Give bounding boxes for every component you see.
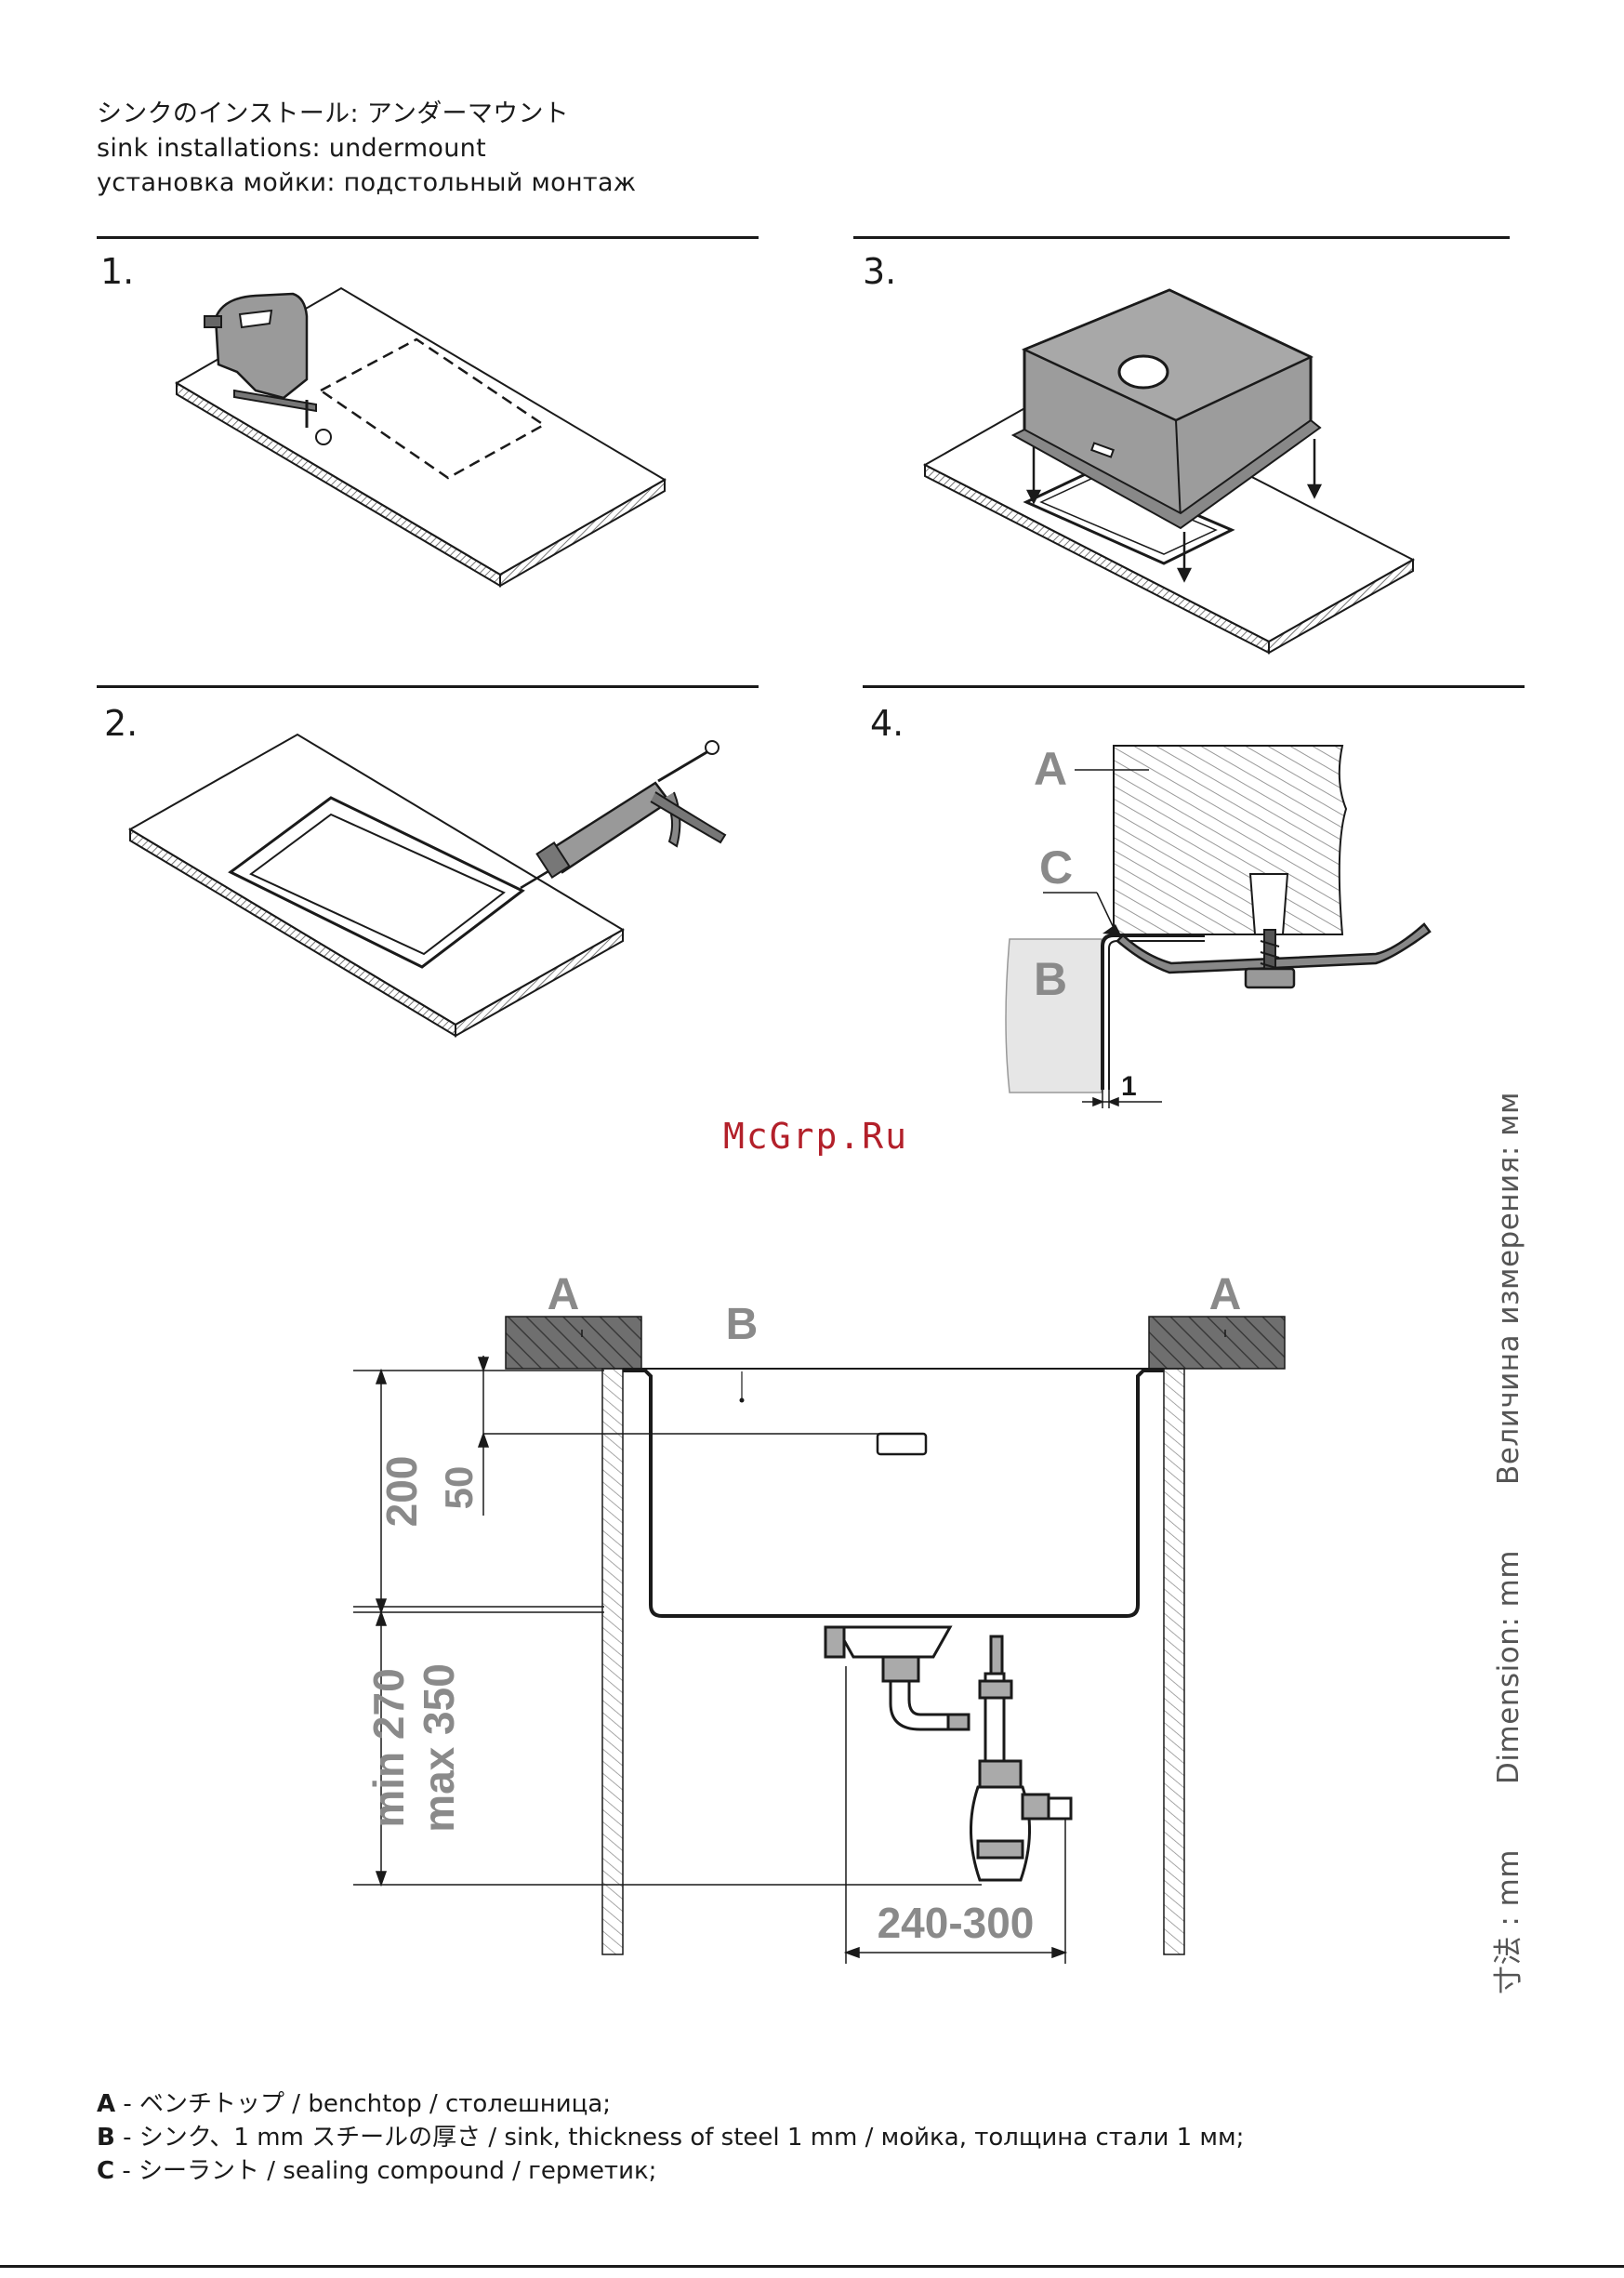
cabinet-wall-left bbox=[601, 1368, 624, 1955]
legend: A - ベンチトップ / benchtop / столешница; B - … bbox=[97, 2087, 1244, 2188]
page-header: シンクのインストール: アンダーマウント sink installations:… bbox=[97, 97, 636, 200]
overflow-slot bbox=[876, 1432, 928, 1456]
title-en: sink installations: undermount bbox=[97, 134, 486, 163]
dim-200: 200 bbox=[377, 1456, 426, 1528]
dim-50: 50 bbox=[437, 1466, 481, 1510]
sink-bowl-icon bbox=[1010, 288, 1322, 530]
title-jp: シンクのインストール: アンダーマウント bbox=[97, 99, 570, 128]
dim-max: max 350 bbox=[415, 1663, 463, 1833]
sink-rim-profile bbox=[1101, 934, 1205, 1090]
screw-icon bbox=[1244, 929, 1296, 989]
dim-min: min 270 bbox=[364, 1668, 413, 1827]
step-4-detail: A C B 1 bbox=[1005, 743, 1432, 1108]
cutout-inner bbox=[1039, 477, 1218, 555]
caulking-gun-icon bbox=[520, 740, 727, 890]
cut-outline bbox=[318, 338, 547, 480]
jigsaw-icon bbox=[204, 292, 332, 445]
sealant-bead bbox=[1102, 924, 1121, 935]
siphon-icon bbox=[824, 1625, 1073, 1882]
benchtop-edge-right bbox=[455, 928, 624, 1038]
cutout-hole bbox=[1023, 469, 1235, 565]
legend-item-a: A - ベンチトップ / benchtop / столешница; bbox=[97, 2090, 612, 2118]
mounting-clip bbox=[1116, 922, 1432, 974]
detail-label-b: B bbox=[1034, 953, 1067, 1005]
step-2-number: 2. bbox=[104, 703, 139, 744]
section-drawing: A A B 200 50 min 270 max 350 240-300 bbox=[353, 1270, 1286, 1964]
benchtop-edge-right bbox=[1268, 558, 1414, 655]
dimension-lines bbox=[353, 1356, 1068, 1964]
sink-bowl-section bbox=[623, 1369, 1164, 1618]
dim-width: 240-300 bbox=[878, 1899, 1035, 1947]
watermark: McGrp.Ru bbox=[723, 1116, 909, 1157]
units-en: Dimension: mm bbox=[1492, 1549, 1525, 1784]
clip-anchor bbox=[1248, 873, 1289, 935]
step-1-illustration bbox=[175, 286, 667, 588]
units-ru: Величина измерения: мм bbox=[1492, 1092, 1525, 1485]
units-note: 寸法 : mm Dimension: mm Величина измерения: … bbox=[1485, 1092, 1526, 1994]
footer-rule bbox=[0, 2265, 1624, 2268]
cutout-with-sealant bbox=[228, 796, 525, 969]
title-ru: установка мойки: подстольный монтаж bbox=[97, 168, 637, 197]
cabinet-wall-right bbox=[1163, 1368, 1185, 1955]
legend-item-b: B - シンク、1 mm スチールの厚さ / sink, thickness o… bbox=[97, 2124, 1245, 2152]
step-3-number: 3. bbox=[863, 251, 897, 292]
step-4-rule bbox=[863, 685, 1525, 688]
thickness-dimension bbox=[1082, 1079, 1162, 1108]
step-1-number: 1. bbox=[100, 251, 135, 292]
benchtop-edge-right bbox=[499, 478, 666, 588]
legend-item-c: C - シーラント / sealing compound / герметик; bbox=[97, 2157, 657, 2185]
label-a-right: A bbox=[1209, 1270, 1242, 1319]
cutout-inner bbox=[249, 813, 506, 956]
benchtop-section bbox=[1113, 745, 1348, 935]
step-2-rule bbox=[97, 685, 759, 688]
step-3-illustration bbox=[922, 288, 1416, 655]
label-c-leader-tail bbox=[1096, 892, 1115, 929]
cabinet-wall bbox=[1005, 938, 1102, 1093]
detail-label-c: C bbox=[1039, 841, 1073, 894]
benchtop-left bbox=[505, 1316, 642, 1370]
placement-arrows bbox=[1025, 439, 1323, 583]
step-3-rule bbox=[853, 236, 1510, 239]
label-a-left: A bbox=[548, 1270, 580, 1319]
thickness-value: 1 bbox=[1121, 1071, 1137, 1102]
step-1-rule bbox=[97, 236, 759, 239]
detail-label-a: A bbox=[1034, 743, 1067, 795]
label-b: B bbox=[726, 1300, 759, 1349]
step-2-illustration bbox=[128, 733, 727, 1038]
benchtop-right bbox=[1148, 1316, 1286, 1370]
units-jp: 寸法 : mm bbox=[1492, 1848, 1525, 1994]
step-4-number: 4. bbox=[870, 703, 904, 744]
